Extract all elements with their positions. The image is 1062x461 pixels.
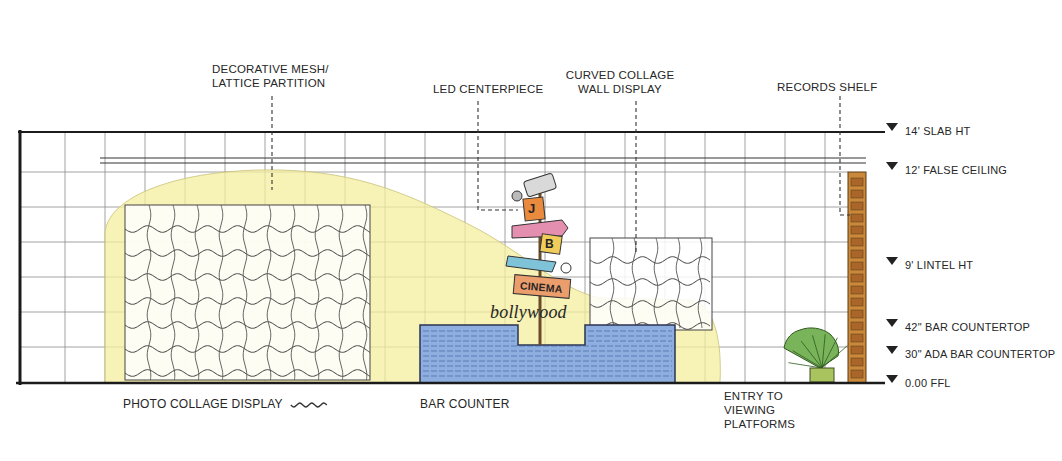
callout-label: LED CENTERPIECE [433, 82, 543, 96]
callout-label: CURVED COLLAGE WALL DISPLAY [550, 68, 690, 96]
callout-label: DECORATIVE MESH/ LATTICE PARTITION [212, 62, 352, 90]
level-label: 42" BAR COUNTERTOP [905, 320, 1030, 334]
level-label: 0.00 FFL [905, 376, 951, 390]
part-label: BAR COUNTER [420, 397, 510, 411]
leader-lines [272, 96, 850, 255]
level-label: 9' LINTEL HT [905, 258, 973, 272]
callout-label: RECORDS SHELF [777, 80, 877, 94]
wall-outline [16, 130, 885, 385]
level-label: 30" ADA BAR COUNTERTOP [905, 347, 1055, 361]
level-label: 12' FALSE CEILING [905, 163, 1007, 177]
part-label: ENTRY TO VIEWING PLATFORMS [724, 389, 814, 431]
script-sign-text: bollywood [490, 302, 567, 322]
plant [784, 328, 848, 382]
records-shelf [848, 172, 866, 383]
sign-letter: J [528, 202, 535, 216]
lattice-panel [125, 205, 370, 380]
lattice-panel [590, 238, 712, 330]
squiggle-mark [291, 403, 327, 407]
part-label: PHOTO COLLAGE DISPLAY [123, 397, 283, 411]
level-markers [886, 123, 898, 383]
sign-letter: B [545, 237, 554, 251]
bar-counter [420, 325, 675, 383]
wall-tile-grid [20, 132, 848, 383]
curved-collage-wall [105, 170, 720, 383]
level-label: 14' SLAB HT [905, 124, 970, 138]
